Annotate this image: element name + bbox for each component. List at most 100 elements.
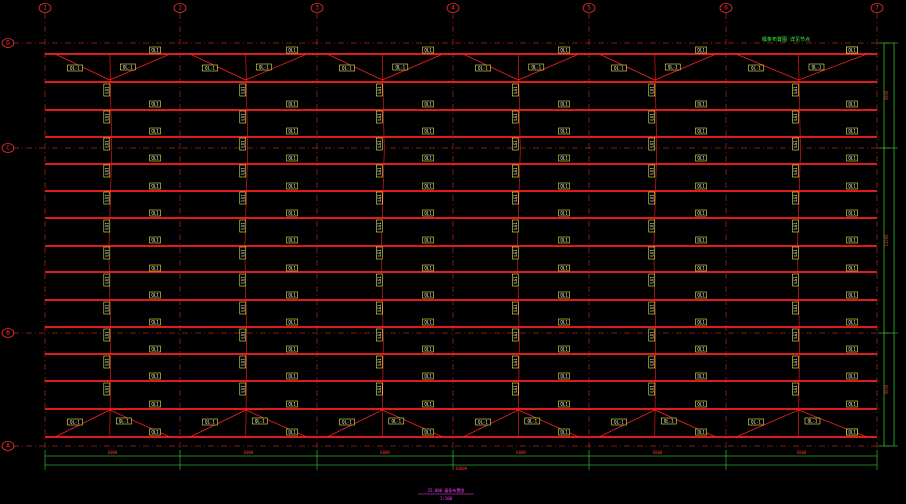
member-tag-box [695,264,707,272]
member-tag-box [695,100,707,108]
member-tag-label: LG1 [793,304,798,312]
member-tag-box [255,63,272,71]
member-tag-box [286,345,298,353]
member-tag-label: LG1 [104,331,109,339]
drawing-note: 檩条布置图 详见节点 [762,36,810,43]
member-tag-label: QL1 [697,293,705,298]
member-tag-box [375,164,383,178]
member-tag-box [103,191,111,205]
member-tag-box [558,127,570,135]
member-tag-label: QL1 [288,347,296,352]
member-tag-label: LG1 [793,358,798,366]
member-tag-label: QL-1 [478,420,488,425]
drawing-scale: 1:100 [440,496,453,501]
member-tag-box [286,209,298,217]
member-tag-label: QL1 [151,320,159,325]
member-tag-label: QL-1 [205,66,215,71]
member-tag-box [846,428,858,436]
member-tag-label: QL1 [560,102,568,107]
dimension-value: 6000 [380,450,390,455]
member-tag-box [695,291,707,299]
member-tag-box [286,264,298,272]
member-tag-box [695,345,707,353]
member-tag-label: QL1 [288,320,296,325]
member-tag-box [648,164,656,178]
member-tag-box [286,372,298,380]
member-tag-box [846,182,858,190]
member-tag-box [511,110,519,124]
member-tag-box [648,355,656,369]
member-tag-label: LG1 [240,167,245,175]
member-tag-box [558,291,570,299]
member-tag-box [695,372,707,380]
member-tag-box [286,318,298,326]
member-tag-label: QL1 [848,102,856,107]
member-tag-box [846,291,858,299]
grid-bubble-col [38,3,52,13]
member-tag-box [846,318,858,326]
member-tag-box [239,328,247,342]
member-tag-label: QL1 [560,266,568,271]
grid-label-row: C [6,145,10,152]
member-tag-label: QL1 [697,402,705,407]
member-tag-box [239,301,247,315]
member-tag-label: QL1 [848,430,856,435]
member-tag-box [792,137,799,151]
member-tag-label: QL1 [560,430,568,435]
member-tag-label: QL1 [560,293,568,298]
member-tag-box [375,382,383,396]
member-tag-label: LG1 [649,385,654,393]
member-tag-label: QL1 [697,184,705,189]
member-tag-label: LG1 [240,140,245,148]
member-tag-box [103,382,111,396]
member-tag-label: LG1 [513,276,518,284]
grid-bubble-col [870,3,884,13]
member-tag-label: LG1 [377,358,382,366]
member-tag-label: QL1 [424,402,432,407]
member-tag-label: QL1 [424,184,432,189]
grid-bubble-col [582,3,596,13]
member-tag-box [149,209,161,217]
member-tag-box [149,264,161,272]
member-tag-box [792,191,799,205]
member-tag-box [103,246,111,260]
member-tag-box [648,83,656,97]
member-tag-label: QL1 [288,184,296,189]
member-tag-box [846,127,858,135]
member-tag-box [695,318,707,326]
member-tag-label: QL1 [424,266,432,271]
member-tag-box [846,345,858,353]
member-tag-box [149,345,161,353]
member-tag-box [846,400,858,408]
member-tag-box [648,273,656,287]
member-tag-box [422,291,434,299]
member-tag-label: LG1 [513,331,518,339]
grid-bubble-col [719,3,733,13]
member-tag-box [648,382,656,396]
member-tag-label: QL1 [848,347,856,352]
member-tag-label: LG1 [104,86,109,94]
member-tag-label: QL1 [697,211,705,216]
member-tag-box [695,428,707,436]
member-tag-label: QL-1 [70,420,80,425]
member-tag-label: QL-1 [342,66,352,71]
member-tag-label: QL1 [424,293,432,298]
member-tag-box [648,246,656,260]
dimension-value-right: 9000 [884,90,889,100]
member-tag-label: QL1 [560,320,568,325]
top-brace [462,53,580,81]
member-tag-label: LG1 [240,113,245,121]
member-tag-box [422,127,434,135]
grid-bubble-row [1,143,15,153]
member-tag-box [422,318,434,326]
member-tag-label: LG1 [104,249,109,257]
member-tag-box [695,46,707,54]
member-tag-box [286,291,298,299]
member-tag-label: LG1 [793,276,798,284]
member-tag-label: LG1 [240,358,245,366]
member-tag-box [804,417,821,425]
member-tag-box [792,273,799,287]
dimension-value-right: 9000 [884,384,889,394]
